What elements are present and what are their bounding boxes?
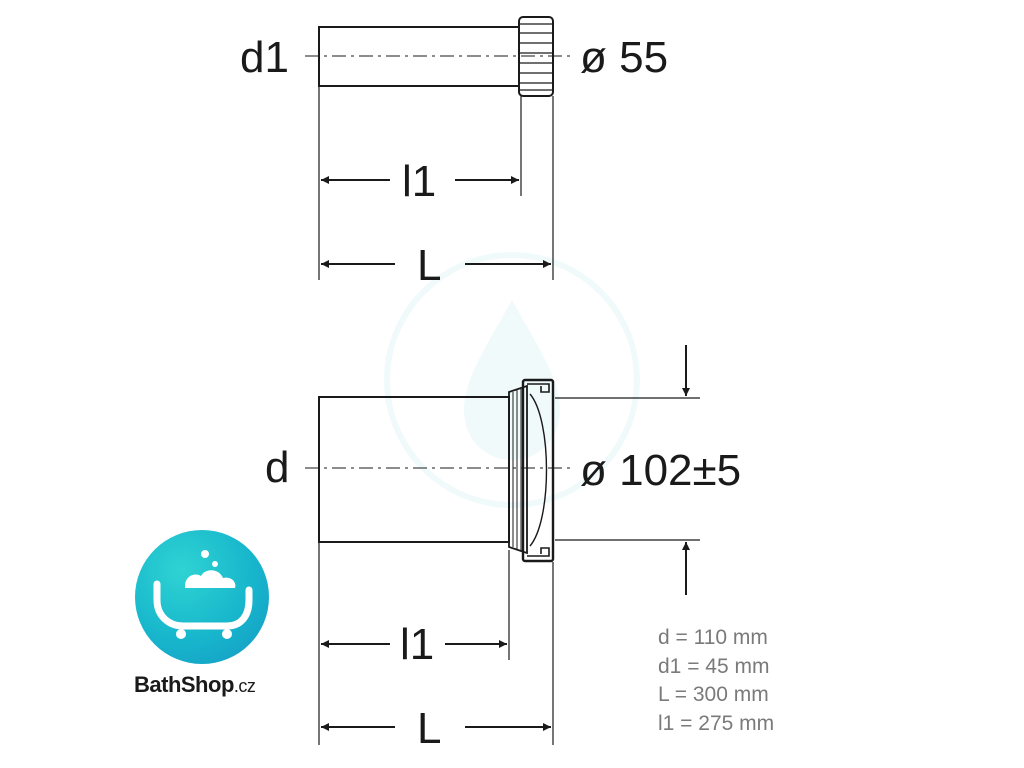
logo-wordmark: BathShop.cz: [134, 672, 256, 698]
top-right-label: ø 55: [580, 33, 668, 82]
top-left-label: d1: [240, 33, 289, 82]
top-L-label: L: [417, 241, 441, 290]
logo-badge: [135, 530, 269, 664]
bathtub-icon: [153, 550, 253, 639]
bathshop-logo: BathShop.cz: [134, 530, 274, 710]
bottom-right-label: ø 102±5: [580, 446, 741, 495]
spec-d1: d1 = 45 mm: [658, 654, 770, 678]
top-view: [305, 16, 570, 280]
spec-list: d = 110 mm d1 = 45 mm L = 300 mm l1 = 27…: [658, 624, 774, 738]
bottom-view: [305, 345, 700, 745]
bottom-L-label: L: [417, 704, 441, 753]
top-l1-label: l1: [402, 157, 436, 206]
spec-l1: l1 = 275 mm: [658, 711, 775, 735]
logo-name: BathShop: [134, 672, 234, 697]
watermark-icon: [384, 252, 640, 508]
spec-L: L = 300 mm: [658, 683, 769, 706]
bottom-pipe-seal: [508, 378, 555, 563]
spec-d: d = 110 mm: [658, 626, 768, 649]
logo-suffix: .cz: [233, 676, 256, 696]
bottom-left-label: d: [265, 443, 289, 492]
bottom-l1-label: l1: [400, 620, 434, 669]
